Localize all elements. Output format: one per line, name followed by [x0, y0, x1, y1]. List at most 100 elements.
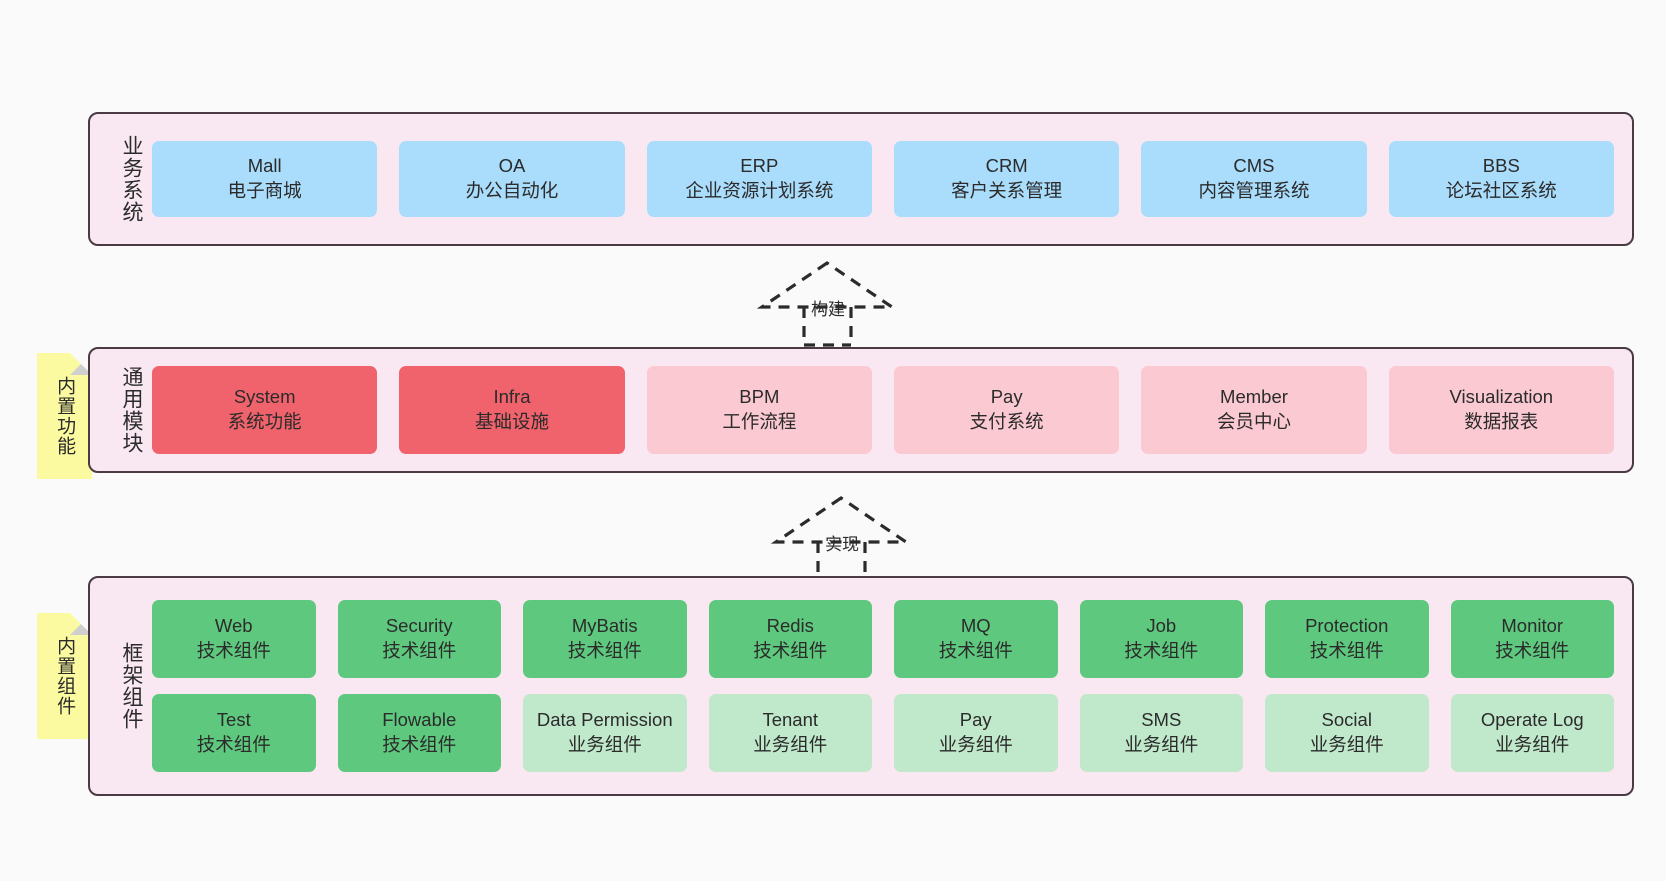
card-mq[interactable]: MQ 技术组件 — [894, 600, 1058, 678]
card-title: OA — [498, 155, 526, 177]
connector-implement: 实现 — [769, 490, 919, 582]
card-subtitle: 基础设施 — [474, 411, 549, 432]
card-title: MyBatis — [571, 615, 638, 637]
card-operate-log[interactable]: Operate Log 业务组件 — [1450, 694, 1614, 772]
card-title: Pay — [959, 709, 992, 731]
card-row: System 系统功能 Infra 基础设施 BPM 工作流程 Pay 支付系统… — [152, 366, 1614, 454]
card-crm[interactable]: CRM 客户关系管理 — [893, 141, 1120, 217]
arrowhead-triangle — [756, 261, 898, 309]
card-data-permission[interactable]: Data Permission 业务组件 — [523, 694, 687, 772]
card-title: SMS — [1141, 709, 1182, 731]
card-title: Operate Log — [1480, 709, 1584, 731]
card-subtitle: 技术组件 — [567, 640, 642, 661]
card-subtitle: 数据报表 — [1464, 411, 1539, 432]
card-monitor[interactable]: Monitor 技术组件 — [1450, 600, 1614, 678]
card-title: Redis — [766, 615, 814, 637]
card-bbs[interactable]: BBS 论坛社区系统 — [1388, 141, 1614, 217]
card-pay-component[interactable]: Pay 业务组件 — [894, 694, 1058, 772]
card-subtitle: 论坛社区系统 — [1445, 180, 1557, 201]
card-visualization[interactable]: Visualization 数据报表 — [1388, 366, 1614, 454]
card-title: Social — [1321, 709, 1372, 731]
card-title: BPM — [739, 386, 780, 408]
card-subtitle: 业务组件 — [1309, 734, 1384, 755]
card-subtitle: 技术组件 — [382, 640, 457, 661]
card-title: Monitor — [1501, 615, 1564, 637]
note-text: 内置组件 — [54, 636, 76, 716]
card-title: CMS — [1233, 155, 1275, 177]
connector-implement-label: 实现 — [825, 535, 859, 554]
connector-build-label: 构建 — [811, 300, 845, 319]
card-title: Mall — [247, 155, 282, 177]
card-title: Member — [1220, 386, 1288, 408]
card-subtitle: 业务组件 — [567, 734, 642, 755]
card-member[interactable]: Member 会员中心 — [1141, 366, 1367, 454]
card-subtitle: 技术组件 — [753, 640, 828, 661]
card-test[interactable]: Test 技术组件 — [152, 694, 316, 772]
card-title: Pay — [990, 386, 1023, 408]
card-mybatis[interactable]: MyBatis 技术组件 — [523, 600, 687, 678]
card-protection[interactable]: Protection 技术组件 — [1265, 600, 1429, 678]
card-subtitle: 技术组件 — [938, 640, 1013, 661]
card-social[interactable]: Social 业务组件 — [1265, 694, 1429, 772]
card-security[interactable]: Security 技术组件 — [337, 600, 501, 678]
card-title: CRM — [985, 155, 1028, 177]
card-title: Security — [385, 615, 453, 637]
card-subtitle: 会员中心 — [1216, 411, 1291, 432]
arrowhead-triangle — [770, 496, 912, 544]
note-builtin-features: 内置功能 — [37, 353, 92, 479]
card-title: Flowable — [382, 709, 457, 731]
section-body-business-systems: Mall 电子商城 OA 办公自动化 ERP 企业资源计划系统 CRM 客户关系… — [142, 141, 1632, 217]
section-business-systems: 业务系统 Mall 电子商城 OA 办公自动化 ERP 企业资源计划系统 CRM… — [88, 112, 1634, 246]
card-subtitle: 内容管理系统 — [1198, 180, 1310, 201]
card-title: Protection — [1305, 615, 1389, 637]
card-erp[interactable]: ERP 企业资源计划系统 — [646, 141, 872, 217]
card-row: Web 技术组件 Security 技术组件 MyBatis 技术组件 Redi… — [152, 600, 1614, 678]
section-common-modules: 通用模块 System 系统功能 Infra 基础设施 BPM 工作流程 Pay… — [88, 347, 1634, 473]
card-subtitle: 企业资源计划系统 — [685, 180, 834, 201]
note-builtin-components: 内置组件 — [37, 613, 92, 739]
card-title: Job — [1146, 615, 1177, 637]
card-web[interactable]: Web 技术组件 — [152, 600, 316, 678]
card-tenant[interactable]: Tenant 业务组件 — [708, 694, 872, 772]
card-redis[interactable]: Redis 技术组件 — [708, 600, 872, 678]
card-infra[interactable]: Infra 基础设施 — [399, 366, 625, 454]
card-subtitle: 业务组件 — [1124, 734, 1199, 755]
card-subtitle: 客户关系管理 — [951, 180, 1063, 201]
card-subtitle: 系统功能 — [227, 411, 302, 432]
card-sms[interactable]: SMS 业务组件 — [1079, 694, 1243, 772]
section-label-framework-components: 框架组件 — [120, 642, 143, 730]
section-label-common-modules: 通用模块 — [120, 366, 143, 454]
card-cms[interactable]: CMS 内容管理系统 — [1141, 141, 1367, 217]
card-title: Web — [214, 615, 253, 637]
card-subtitle: 技术组件 — [1309, 640, 1384, 661]
card-title: MQ — [960, 615, 991, 637]
card-subtitle: 办公自动化 — [465, 180, 559, 201]
card-row: Mall 电子商城 OA 办公自动化 ERP 企业资源计划系统 CRM 客户关系… — [152, 141, 1614, 217]
card-mall[interactable]: Mall 电子商城 — [152, 141, 378, 217]
card-bpm[interactable]: BPM 工作流程 — [646, 366, 872, 454]
card-subtitle: 技术组件 — [196, 734, 271, 755]
card-title: System — [233, 386, 296, 408]
card-oa[interactable]: OA 办公自动化 — [399, 141, 625, 217]
section-body-framework-components: Web 技术组件 Security 技术组件 MyBatis 技术组件 Redi… — [142, 600, 1632, 772]
section-label-business-systems: 业务系统 — [120, 135, 143, 223]
card-system[interactable]: System 系统功能 — [152, 366, 378, 454]
section-framework-components: 框架组件 Web 技术组件 Security 技术组件 MyBatis 技术组件… — [88, 576, 1634, 796]
card-subtitle: 技术组件 — [382, 734, 457, 755]
card-subtitle: 支付系统 — [969, 411, 1044, 432]
card-subtitle: 技术组件 — [1495, 640, 1570, 661]
card-title: ERP — [740, 155, 779, 177]
card-flowable[interactable]: Flowable 技术组件 — [337, 694, 501, 772]
card-title: Data Permission — [536, 709, 673, 731]
card-title: Visualization — [1449, 386, 1554, 408]
card-subtitle: 业务组件 — [938, 734, 1013, 755]
card-job[interactable]: Job 技术组件 — [1079, 600, 1243, 678]
section-body-common-modules: System 系统功能 Infra 基础设施 BPM 工作流程 Pay 支付系统… — [142, 366, 1632, 454]
card-title: Tenant — [762, 709, 819, 731]
card-subtitle: 技术组件 — [1124, 640, 1199, 661]
card-subtitle: 业务组件 — [1495, 734, 1570, 755]
note-text: 内置功能 — [54, 376, 76, 456]
card-subtitle: 业务组件 — [753, 734, 828, 755]
card-pay-module[interactable]: Pay 支付系统 — [893, 366, 1120, 454]
